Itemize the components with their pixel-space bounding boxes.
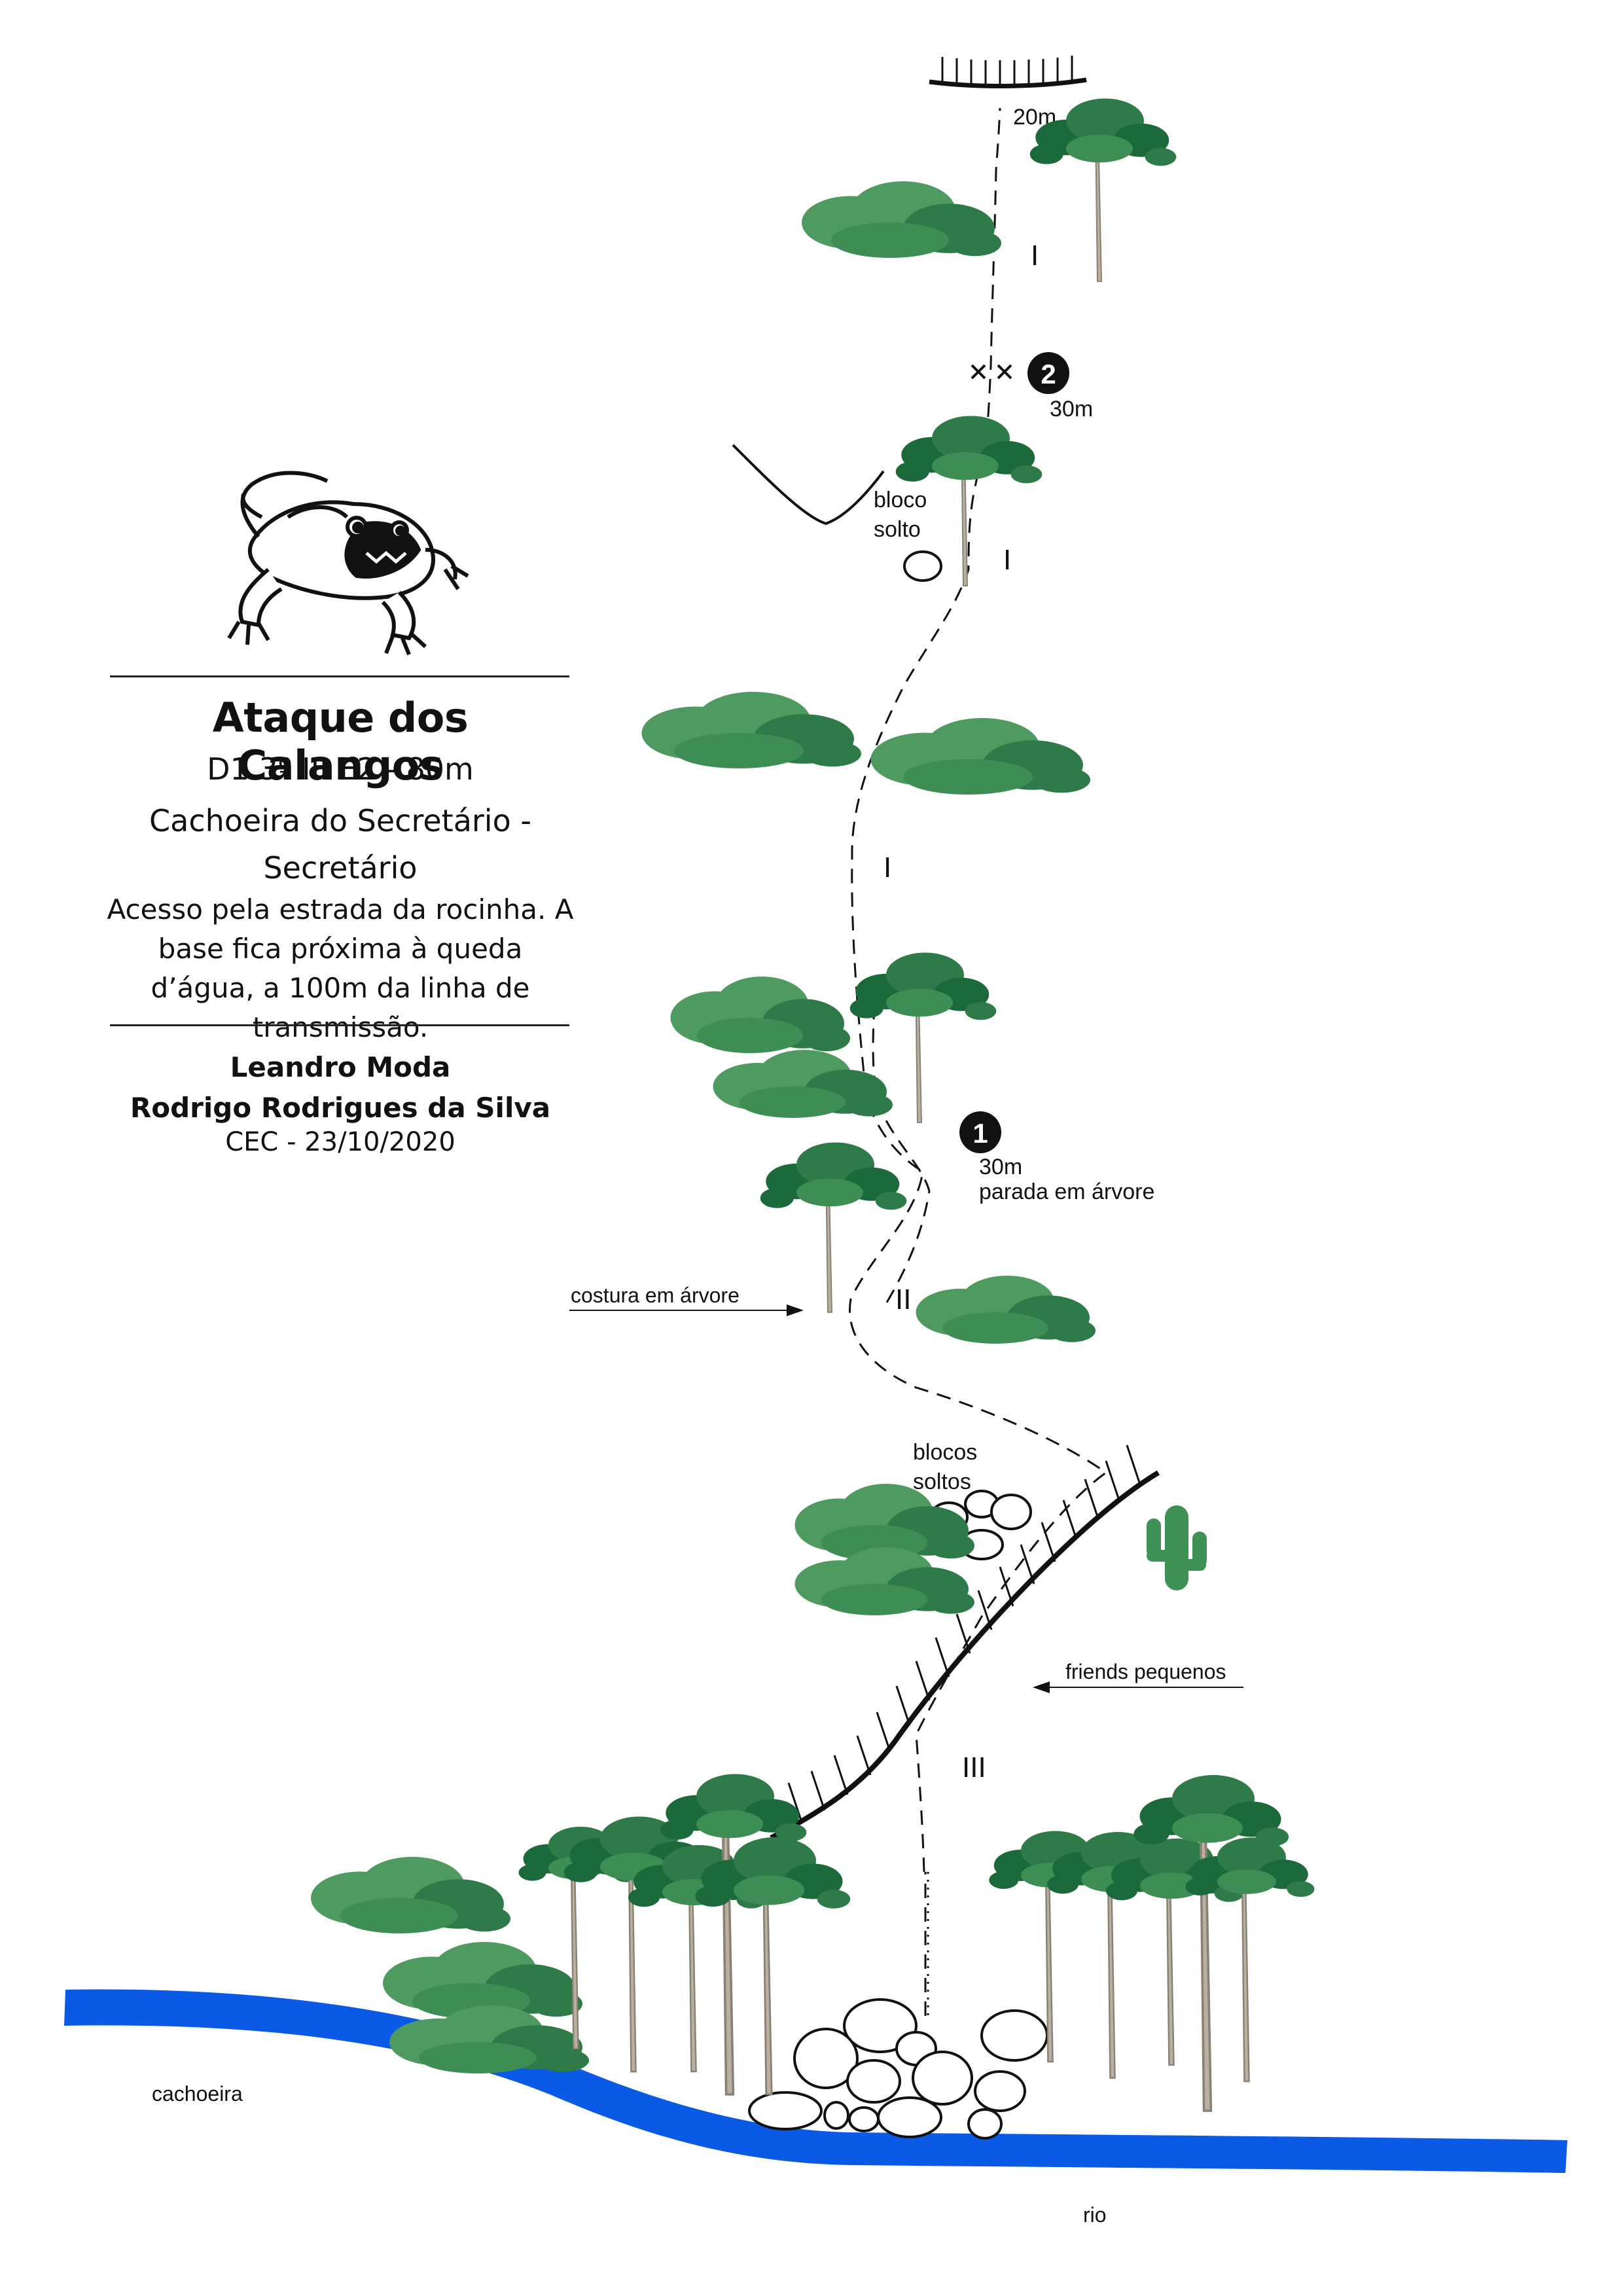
lizard-logo — [227, 471, 469, 656]
belay-1-length: 30m — [979, 1155, 1022, 1179]
bush-icon-4 — [670, 977, 850, 1053]
belay-2-length: 30m — [1050, 397, 1093, 422]
tree-runner-label: costura em árvore — [571, 1283, 740, 1307]
overhang-arc — [732, 444, 885, 526]
loose-blocks-label-2: soltos — [913, 1469, 971, 1494]
bush-icon-5 — [713, 1050, 893, 1118]
forest-right — [989, 1775, 1315, 2112]
route-grade: D1 3º III E2 - 80m — [207, 751, 474, 787]
route-access: Acesso pela estrada da rocinha. A base f… — [107, 893, 574, 1043]
belay-1-number: 1 — [972, 1118, 988, 1149]
grade-top: I — [1031, 240, 1039, 272]
tree-runner-arrowhead — [787, 1304, 804, 1316]
author-2: Rodrigo Rodrigues da Silva — [130, 1092, 551, 1124]
bolt-cross-icon — [971, 364, 1012, 380]
belay-1-note: parada em árvore — [979, 1179, 1154, 1204]
route-location: Cachoeira do Secretário - Secretário — [149, 803, 531, 886]
tree-icon-runner — [760, 1142, 907, 1313]
route-title: Ataque dos Calangos — [212, 694, 469, 789]
route-authors: Leandro Moda Rodrigo Rodrigues da Silva — [105, 1047, 576, 1128]
bush-icon-2 — [641, 692, 861, 768]
belay-2-number: 2 — [1041, 359, 1056, 389]
river-label: rio — [1083, 2203, 1107, 2227]
bush-icon-6 — [916, 1276, 1096, 1344]
divider-top — [110, 675, 569, 677]
waterfall-label: cachoeira — [152, 2082, 243, 2106]
divider-bottom — [110, 1024, 569, 1026]
grade-middle: I — [1003, 544, 1011, 576]
loose-block-label-1: bloco — [874, 488, 927, 512]
route-line — [849, 107, 1108, 2016]
loose-blocks-label-1: blocos — [913, 1440, 977, 1465]
route-club-date: CEC - 23/10/2020 — [225, 1127, 455, 1157]
belay-2-marker — [1027, 352, 1069, 394]
grade-long: I — [883, 852, 891, 884]
grade-lower: II — [895, 1283, 911, 1316]
base-boulders — [748, 1998, 1048, 2140]
tree-icon-top — [1029, 98, 1177, 282]
author-1: Leandro Moda — [230, 1051, 451, 1083]
rock-wall-top-hatch — [941, 56, 1073, 86]
route-line-variant — [872, 981, 931, 1303]
small-friends-arrowhead — [1033, 1681, 1050, 1693]
bush-icon-1 — [802, 181, 1001, 258]
belay-1-marker — [959, 1111, 1001, 1153]
loose-block-label-2: solto — [874, 517, 921, 542]
cactus-icon — [1147, 1505, 1207, 1590]
rock-wall-main — [770, 1470, 1160, 1840]
bush-icon-3 — [870, 718, 1090, 795]
grade-base: III — [962, 1751, 986, 1784]
bush-icon-9 — [311, 1857, 510, 1933]
small-friends-label: friends pequenos — [1065, 1660, 1226, 1683]
rock-wall-hatch — [764, 1444, 1141, 1833]
boulder-icon — [903, 550, 942, 582]
rock-wall-top — [929, 77, 1087, 88]
